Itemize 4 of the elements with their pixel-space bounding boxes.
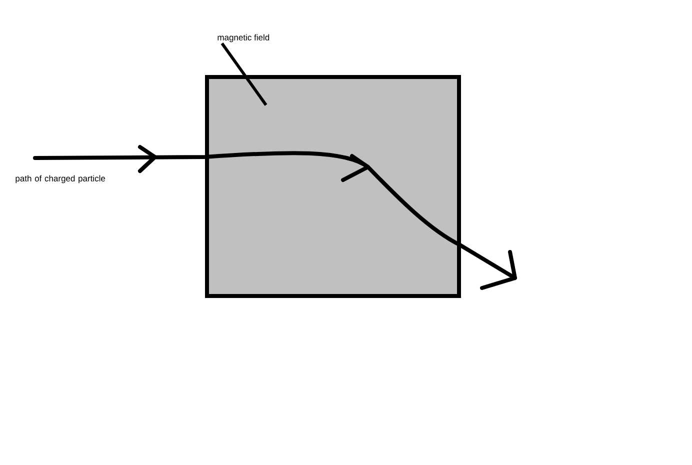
- path-label: path of charged particle: [16, 175, 106, 184]
- leader-line: [220, 42, 268, 106]
- field-region: [205, 75, 461, 298]
- field-label: magnetic field: [218, 34, 270, 42]
